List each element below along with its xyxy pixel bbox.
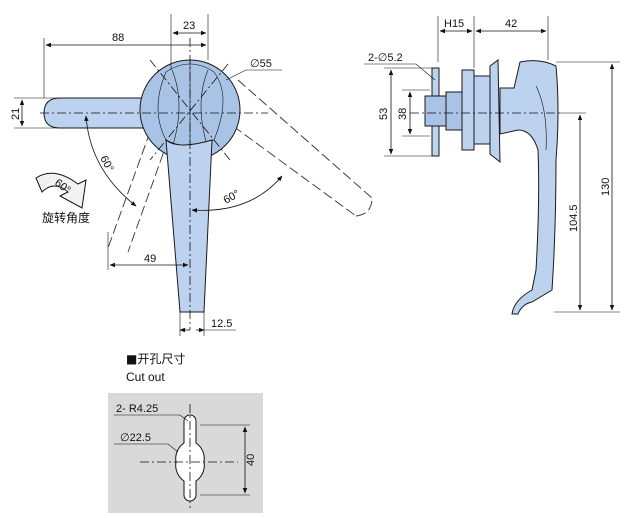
- ghost-handle-left: [107, 131, 169, 253]
- dim-104-5: 104.5: [568, 204, 580, 232]
- dim-42: 42: [505, 18, 517, 30]
- side-handle: [499, 60, 559, 315]
- dim-38: 38: [397, 108, 409, 120]
- front-view: 88 23 ∅55 21 60° 60° 49 12.5 60°: [10, 14, 373, 336]
- dim-21: 21: [10, 108, 22, 120]
- dim-40: 40: [245, 454, 257, 466]
- dim-49: 49: [144, 253, 156, 265]
- angle-60-left: 60°: [97, 154, 115, 174]
- dim-r4-25: 2- R4.25: [116, 403, 158, 415]
- dim-dia-55: ∅55: [250, 58, 272, 70]
- cutout-title-en: Cut out: [126, 370, 165, 384]
- dim-88: 88: [112, 32, 124, 44]
- dim-53: 53: [378, 108, 390, 120]
- dim-12-5: 12.5: [211, 318, 232, 330]
- ghost-handle-right: [221, 79, 373, 217]
- angle-60-right: 60°: [222, 188, 242, 207]
- cutout-section: ■开孔尺寸 Cut out 2- R4.25 ∅22.5 40: [108, 352, 263, 513]
- rotation-label: 旋转角度: [42, 210, 90, 225]
- dim-dia-22-5: ∅22.5: [120, 432, 151, 444]
- side-view: H15 42 2-∅5.2 53 38 130 104.5: [364, 16, 620, 315]
- dim-130: 130: [600, 178, 612, 196]
- rotation-angle-icon: 60°: [35, 172, 87, 209]
- dim-23: 23: [183, 20, 195, 32]
- dim-h15: H15: [444, 18, 464, 30]
- handle-vertical: [165, 138, 213, 313]
- cutout-title-cn: ■开孔尺寸: [126, 352, 185, 366]
- dim-holes: 2-∅5.2: [368, 52, 403, 64]
